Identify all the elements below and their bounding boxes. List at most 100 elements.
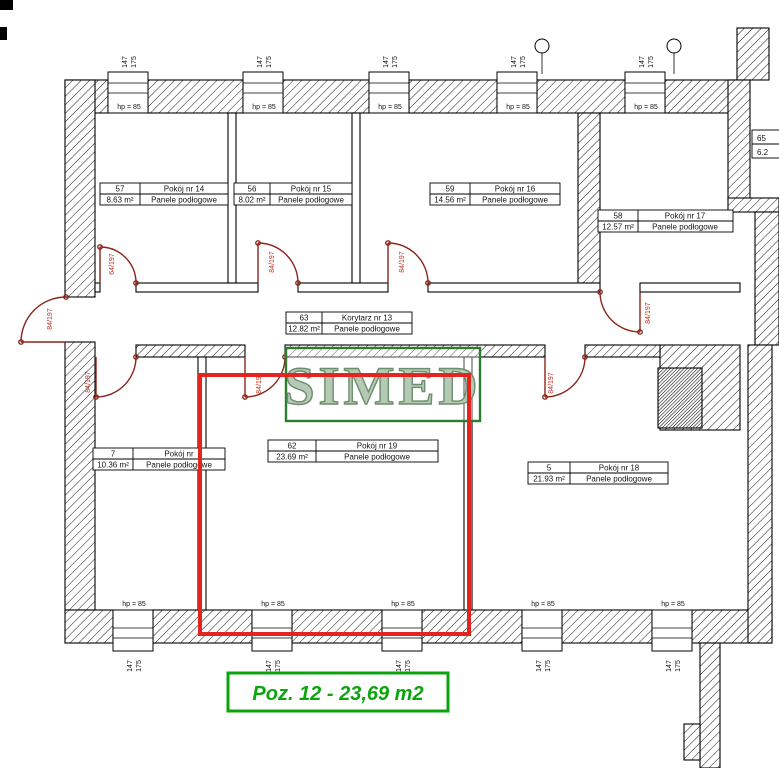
door-room-56: 84/197	[255, 240, 301, 286]
window-hp-label: hp = 85	[531, 601, 555, 608]
window-dim: 147	[127, 660, 134, 672]
wall-segment	[561, 609, 653, 644]
wall-segment	[683, 723, 701, 761]
wall-segment	[147, 79, 244, 114]
room-label-62: 62 Pokój nr 19 23.69 m² Panele podłogowe	[267, 439, 439, 463]
watermark-text: SIMED	[284, 356, 481, 416]
room-floor: Panele podłogowe	[334, 325, 400, 334]
room-name: Korytarz nr 13	[342, 314, 393, 323]
room-label-5: 5 Pokój nr 18 21.93 m² Panele podłogowe	[527, 461, 669, 485]
room-floor: Panele podłogowe	[278, 196, 344, 205]
room-number: 57	[116, 185, 125, 194]
watermark: SIMED	[284, 346, 482, 423]
window-dim: 175	[520, 56, 527, 68]
wall-segment	[536, 79, 626, 114]
door-size-label: 84/197	[269, 251, 276, 273]
door-size-label: 84/197	[399, 251, 406, 273]
room-name: Pokój nr 17	[665, 212, 706, 221]
wall-segment	[747, 344, 773, 644]
window-dim: 175	[136, 660, 143, 672]
wall-segment	[421, 609, 523, 644]
window-hp-label: hp = 85	[117, 104, 141, 111]
wall-segment	[736, 27, 770, 81]
wall-segment	[282, 79, 370, 114]
door-size-label: 84/197	[47, 308, 54, 330]
window-dim: 147	[266, 660, 273, 672]
room-number: 58	[614, 212, 623, 221]
room-label-59: 59 Pokój nr 16 14.56 m² Panele podłogowe	[429, 182, 561, 206]
door-size-label: 64/197	[109, 253, 116, 275]
shaft-block	[657, 367, 703, 429]
room-name: Pokój nr 14	[164, 185, 205, 194]
axis-bubble	[534, 38, 550, 54]
door-room-57: 64/197	[97, 244, 139, 286]
room-area: 8.63 m²	[106, 196, 133, 205]
room-label-56: 56 Pokój nr 15 8.02 m² Panele podłogowe	[233, 182, 353, 206]
window-dim: 147	[257, 56, 264, 68]
wall-segment	[727, 197, 779, 213]
room-area: 10.36 m²	[97, 461, 129, 470]
window: hp = 85 147 175	[521, 601, 563, 672]
wall-segment	[351, 112, 361, 284]
window-dim: 175	[392, 56, 399, 68]
door-exterior-left: 84/197	[18, 294, 69, 345]
room-label-7: 7 Pokój nr 10.36 m² Panele podłogowe	[92, 447, 226, 471]
exterior-walls	[64, 27, 779, 768]
wall-segment	[297, 282, 389, 293]
window: hp = 85 147 175	[368, 56, 410, 114]
windows-top: hp = 85 147 175 hp = 85 147 175 hp = 85 …	[107, 56, 666, 114]
window-dim: 175	[648, 56, 655, 68]
window-dim: 147	[396, 660, 403, 672]
room-number: 56	[248, 185, 257, 194]
window-hp-label: hp = 85	[122, 601, 146, 608]
window: hp = 85 147 175	[112, 601, 154, 672]
watermark-box	[284, 346, 482, 423]
wall-segment	[639, 282, 741, 293]
wall-segment	[64, 341, 96, 611]
room-area: 8.02 m²	[238, 196, 265, 205]
wall-segment	[699, 642, 721, 768]
wall-segment	[64, 79, 96, 298]
room-name: Pokój nr 18	[599, 464, 640, 473]
position-label-text: Poz. 12 - 23,69 m2	[252, 683, 423, 705]
position-label-box	[226, 671, 450, 713]
window-hp-label: hp = 85	[506, 104, 530, 111]
scan-artifact	[0, 27, 7, 40]
wall-segment	[135, 344, 246, 358]
door-room-7: 84/197	[85, 354, 139, 400]
room-label-63-corridor: 63 Korytarz nr 13 12.82 m² Panele podłog…	[285, 311, 413, 335]
window: hp = 85 147 175	[496, 56, 538, 114]
window-dim: 175	[266, 56, 273, 68]
room-name: Pokój nr 19	[357, 442, 398, 451]
window-dim: 175	[545, 660, 552, 672]
wall-segment	[577, 112, 601, 284]
doors: 64/197 84/197 84/197 84/197 84/1	[18, 240, 652, 400]
window-dim: 175	[675, 660, 682, 672]
door-size-label: 84/197	[645, 302, 652, 324]
room-floor: Panele podłogowe	[151, 196, 217, 205]
door-size-label: 84/197	[256, 372, 263, 394]
room-labels: 57 Pokój nr 14 8.63 m² Panele podłogowe …	[92, 182, 734, 485]
window-hp-label: hp = 85	[661, 601, 685, 608]
highlighted-room-outline	[198, 373, 471, 636]
wall-segment	[291, 609, 383, 644]
room-floor: Panele podłogowe	[652, 223, 718, 232]
room-name: Pokój nr 15	[291, 185, 332, 194]
partial-room-number: 65	[757, 134, 766, 143]
window-dim: 175	[405, 660, 412, 672]
wall-segment	[727, 79, 751, 201]
window-dim: 175	[275, 660, 282, 672]
room-number: 59	[446, 185, 455, 194]
window-dim: 147	[666, 660, 673, 672]
door-size-label: 84/197	[85, 371, 92, 393]
wall-segment	[427, 282, 601, 293]
scan-artifact	[0, 0, 13, 10]
window: hp = 85 147 175	[251, 601, 293, 672]
room-area: 12.57 m²	[602, 223, 634, 232]
room-floor: Panele podłogowe	[344, 453, 410, 462]
window: hp = 85 147 175	[624, 56, 666, 114]
room-area: 21.93 m²	[533, 475, 565, 484]
room-number: 5	[547, 464, 552, 473]
window: hp = 85 147 175	[242, 56, 284, 114]
